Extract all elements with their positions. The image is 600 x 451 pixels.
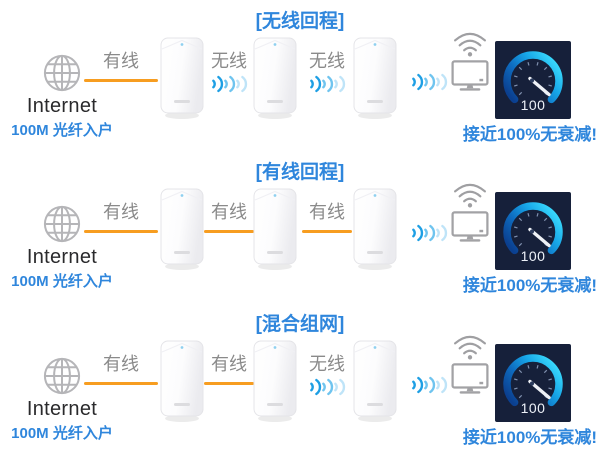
globe-icon: [42, 53, 82, 93]
internet-node: Internet 100M 光纤入户: [2, 356, 122, 443]
mesh-router-icon: [252, 339, 298, 423]
link-3-wired: 有线: [302, 200, 352, 233]
internet-label: Internet: [26, 398, 98, 420]
link-type-label: 无线: [309, 51, 345, 71]
internet-label: Internet: [26, 246, 98, 268]
ethernet-cable-line: [84, 382, 158, 385]
section-title: [有线回程]: [255, 162, 345, 183]
wifi-signal-icon: [410, 373, 448, 397]
wifi-signal-icon: [410, 70, 448, 94]
wifi-icon: [452, 181, 488, 208]
link-type-label: 有线: [103, 354, 139, 374]
mesh-router-icon: [252, 36, 298, 120]
link-2-wired: 有线: [204, 200, 254, 233]
internet-label: Internet: [26, 95, 98, 117]
link-type-label: 有线: [211, 202, 247, 222]
result-caption: 接近100%无衰减!: [462, 125, 598, 144]
mesh-router-icon: [352, 36, 398, 120]
speedtest-gauge: 100: [495, 41, 571, 119]
wifi-signal-icon: [308, 72, 346, 96]
link-2-wired: 有线: [204, 352, 254, 385]
speed-100m-label: 100M: [11, 122, 49, 139]
speed-100m-label: 100M: [11, 425, 49, 442]
mesh-router-icon: [252, 187, 298, 271]
globe-icon: [42, 356, 82, 396]
ethernet-cable-line: [204, 230, 254, 233]
speedtest-gauge: 100: [495, 192, 571, 270]
mesh-router-icon: [352, 187, 398, 271]
result-caption: 接近100%无衰减!: [462, 428, 598, 447]
link-type-label: 有线: [309, 202, 345, 222]
ethernet-cable-line: [84, 79, 158, 82]
globe-icon: [42, 204, 82, 244]
link-type-label: 有线: [211, 354, 247, 374]
speed-100m-label: 100M: [11, 273, 49, 290]
fiber-text: 光纤入户: [52, 425, 113, 442]
link-1-wired: 有线: [84, 49, 158, 82]
fiber-text: 光纤入户: [52, 122, 113, 139]
mesh-router-icon: [159, 339, 205, 423]
result-caption: 接近100%无衰减!: [462, 276, 598, 295]
monitor-icon: [451, 363, 489, 395]
speedtest-gauge: 100: [495, 344, 571, 422]
fiber-access-label: 100M 光纤入户: [2, 422, 122, 443]
link-2-wireless: 无线: [204, 49, 254, 96]
wifi-icon: [452, 333, 488, 360]
link-type-label: 无线: [211, 51, 247, 71]
section-title: [混合组网]: [255, 314, 345, 335]
ethernet-cable-line: [204, 382, 254, 385]
internet-node: Internet 100M 光纤入户: [2, 204, 122, 291]
section-title: [无线回程]: [255, 11, 345, 32]
section-wireless-backhaul: [无线回程] Internet 100M 光纤入户 有线 无线 无线 100 接…: [0, 0, 600, 148]
fiber-text: 光纤入户: [52, 273, 113, 290]
speed-value: 100: [520, 97, 546, 113]
ethernet-cable-line: [302, 230, 352, 233]
link-3-wireless: 无线: [302, 352, 352, 399]
speed-value: 100: [520, 248, 546, 264]
fiber-access-label: 100M 光纤入户: [2, 270, 122, 291]
link-3-wireless: 无线: [302, 49, 352, 96]
link-type-label: 有线: [103, 202, 139, 222]
wifi-signal-icon: [210, 72, 248, 96]
monitor-icon: [451, 211, 489, 243]
wifi-signal-icon: [308, 375, 346, 399]
mesh-router-icon: [159, 187, 205, 271]
speed-value: 100: [520, 400, 546, 416]
fiber-access-label: 100M 光纤入户: [2, 119, 122, 140]
link-1-wired: 有线: [84, 200, 158, 233]
link-type-label: 有线: [103, 51, 139, 71]
internet-node: Internet 100M 光纤入户: [2, 53, 122, 140]
wifi-icon: [452, 30, 488, 57]
ethernet-cable-line: [84, 230, 158, 233]
mesh-router-icon: [352, 339, 398, 423]
section-hybrid-network: [混合组网] Internet 100M 光纤入户 有线 有线 无线 100 接…: [0, 303, 600, 451]
wifi-signal-icon: [410, 221, 448, 245]
section-wired-backhaul: [有线回程] Internet 100M 光纤入户 有线 有线 有线 100 接…: [0, 151, 600, 299]
link-1-wired: 有线: [84, 352, 158, 385]
link-type-label: 无线: [309, 354, 345, 374]
mesh-router-icon: [159, 36, 205, 120]
monitor-icon: [451, 60, 489, 92]
